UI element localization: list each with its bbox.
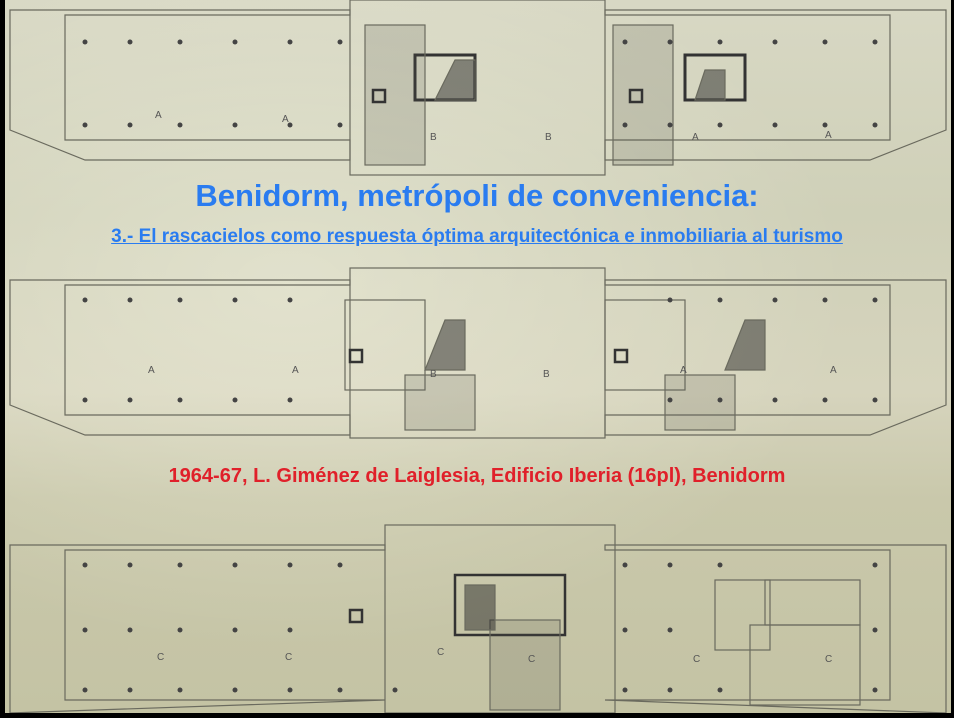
room-label: A xyxy=(282,114,289,125)
slide-subtitle-link[interactable]: 3.- El rascacielos como respuesta óptima… xyxy=(111,226,843,247)
room-label: B xyxy=(545,132,552,143)
floor-plan-background: A A B B A A A A B B A A C C C C C C xyxy=(5,0,951,713)
room-label: A xyxy=(692,132,699,143)
room-label: B xyxy=(430,369,437,380)
room-label: A xyxy=(830,365,837,376)
room-label: C xyxy=(528,654,535,665)
room-label: A xyxy=(292,365,299,376)
room-label: A xyxy=(680,365,687,376)
room-label: C xyxy=(825,654,832,665)
room-label: B xyxy=(430,132,437,143)
room-label: A xyxy=(825,130,832,141)
slide-caption: 1964-67, L. Giménez de Laiglesia, Edific… xyxy=(168,465,786,487)
slide-title: Benidorm, metrópoli de conveniencia: xyxy=(195,178,759,213)
room-label: C xyxy=(693,654,700,665)
room-label: C xyxy=(437,647,444,658)
room-label: B xyxy=(543,369,550,380)
room-label: A xyxy=(155,110,162,121)
room-label: C xyxy=(285,652,292,663)
floor-plan-drawing: A A B B A A A A B B A A C C C C C C xyxy=(9,0,947,713)
room-label: A xyxy=(148,365,155,376)
room-label: C xyxy=(157,652,164,663)
